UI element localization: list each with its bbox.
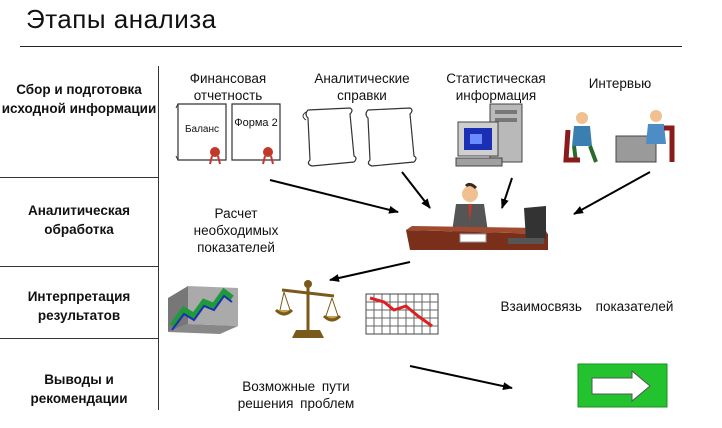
arrow-icon <box>329 261 411 282</box>
stage-divider <box>0 266 158 267</box>
interview-caption: Интервью <box>588 76 652 91</box>
title-underline <box>20 46 682 47</box>
declining-chart-icon <box>365 293 439 335</box>
conclusions-caption: Возможные пути решения проблем <box>237 379 355 411</box>
processing-caption: Расчет необходимых показателей <box>193 206 279 255</box>
doc-form2-label: Форма 2 <box>234 117 278 129</box>
stage-label-conclusions: Выводы и рекомендации <box>30 372 128 406</box>
statistical-caption: Статистическая информация <box>446 71 546 103</box>
arrow-icon <box>409 365 513 391</box>
stage-label-collection: Сбор и подготовка исходной информации <box>1 82 157 116</box>
arrow-right-icon <box>577 363 668 408</box>
stage-divider <box>0 177 158 178</box>
stage-column-divider <box>158 66 159 410</box>
scales-icon <box>274 280 342 338</box>
document-icon <box>175 103 227 165</box>
doc-balance-label: Баланс <box>184 124 220 135</box>
computer-icon <box>455 103 523 167</box>
interview-icon <box>563 110 675 163</box>
document-icon <box>231 103 281 165</box>
stage-divider <box>0 338 158 339</box>
manager-at-desk-icon <box>406 182 548 250</box>
arrow-icon <box>573 171 651 215</box>
stage-label-interpretation: Интерпретация результатов <box>27 289 131 323</box>
arrow-icon <box>269 179 399 214</box>
scroll-icon <box>302 107 357 167</box>
analytical-caption: Аналитические справки <box>314 71 410 103</box>
arrow-icon <box>401 171 431 209</box>
arrow-icon <box>501 177 513 209</box>
scroll-icon <box>365 107 417 167</box>
interpretation-caption: Взаимосвязь показателей <box>500 299 674 314</box>
financial-caption: Финансовая отчетность <box>189 71 267 103</box>
stage-label-processing: Аналитическая обработка <box>27 203 130 237</box>
growth-chart-icon <box>168 286 238 334</box>
page-title: Этапы анализа <box>26 4 217 34</box>
